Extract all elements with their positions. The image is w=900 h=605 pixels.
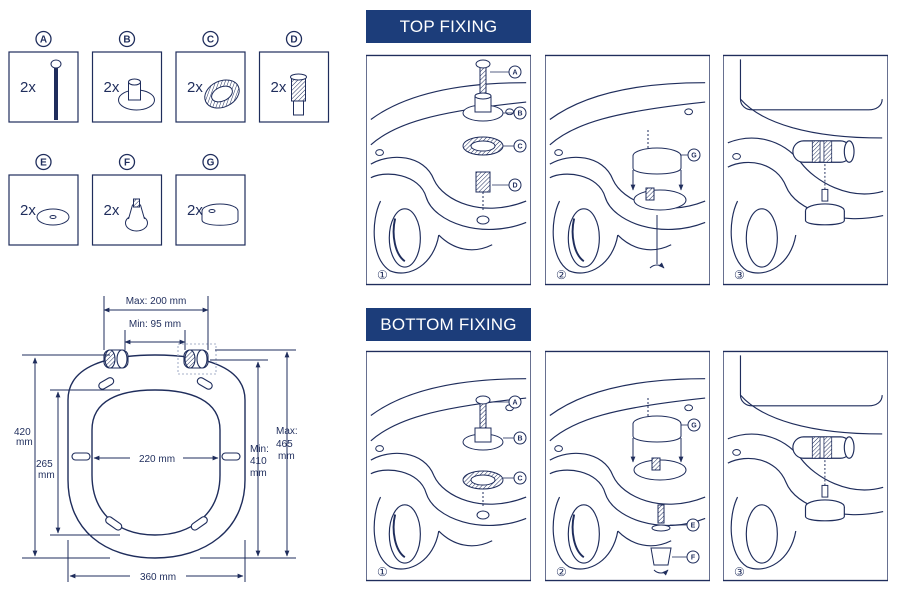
min-length-value: 410 [250, 456, 267, 467]
part-letter-badge [35, 153, 52, 171]
part-d: D 2x [258, 30, 330, 123]
part-letter: C [207, 35, 214, 46]
step-panels: A B C D G A B C G E F ① ② ③ ① ② ③ [366, 54, 888, 582]
cover-cap-icon [201, 203, 239, 226]
callout-top-2-g: G [681, 148, 701, 162]
height-total-value: 420 [14, 427, 31, 438]
callout-bottom-2-g: G [681, 418, 701, 432]
part-letter: G [207, 158, 215, 169]
part-letter-badge [202, 153, 219, 171]
bottom-fixing-banner: BOTTOM FIXING [366, 308, 531, 341]
callout-top-1-a: A [490, 65, 522, 79]
height-inner-value: 265 [36, 459, 53, 470]
bottom-step-2-scene [545, 350, 710, 582]
bottom-step-1-number: ① [377, 565, 388, 579]
part-letter-badge [118, 30, 136, 48]
part-letter-badge [35, 30, 52, 48]
svg-text:G: G [691, 423, 697, 430]
top-step-3-number: ③ [734, 268, 745, 282]
part-letter-badge [285, 30, 303, 48]
part-letter: F [124, 158, 130, 169]
part-b: B 2x [91, 30, 163, 123]
part-quantity: 2x [20, 79, 36, 96]
max-length-label: Max: [276, 426, 298, 437]
bottom-step-3-number: ③ [734, 565, 745, 579]
part-box [8, 174, 79, 246]
height-inner-unit: mm [38, 470, 55, 481]
bottom-step-2-number: ② [556, 565, 567, 579]
part-box [91, 51, 163, 123]
part-letter-badge [118, 153, 136, 171]
part-a: A 2x [8, 30, 79, 123]
part-quantity: 2x [104, 202, 120, 219]
svg-text:A: A [512, 400, 517, 407]
svg-text:G: G [691, 153, 697, 160]
callout-bottom-1-c: C [503, 471, 527, 485]
bottom-step-1-scene [366, 350, 531, 582]
part-quantity: 2x [187, 79, 203, 96]
min-length-label: Min: [250, 444, 269, 455]
top-step-2-number: ② [556, 268, 567, 282]
svg-text:D: D [512, 183, 517, 190]
part-quantity: 2x [20, 202, 36, 219]
callout-top-1-b: B [503, 106, 527, 120]
callout-bottom-1-a: A [490, 395, 522, 409]
height-total-unit: mm [16, 437, 33, 448]
top-step-2-scene [545, 54, 710, 286]
part-quantity: 2x [104, 79, 120, 96]
wing-nut-icon [125, 198, 148, 232]
bottom-step-3-scene [723, 350, 888, 582]
svg-text:C: C [517, 144, 522, 151]
svg-text:E: E [691, 523, 696, 530]
callout-top-1-d: D [492, 178, 522, 192]
part-letter: E [40, 158, 47, 169]
svg-text:A: A [512, 70, 517, 77]
svg-text:B: B [517, 111, 522, 118]
top-step-1-scene [366, 54, 531, 286]
callout-top-1-c: C [503, 139, 527, 153]
part-letter: D [290, 35, 297, 46]
part-g: G 2x [175, 153, 246, 246]
top-fixing-banner: TOP FIXING [366, 10, 531, 43]
bolt-icon [50, 59, 62, 120]
part-e: E 2x [8, 153, 79, 246]
svg-text:C: C [517, 476, 522, 483]
callout-bottom-2-f: F [672, 550, 700, 564]
svg-text:B: B [517, 436, 522, 443]
part-f: F 2x [91, 153, 163, 246]
min-width-label: Min: 95 mm [129, 319, 181, 330]
dimension-drawing: Max: 200 mm Min: 95 mm 420 mm 265 mm 220… [14, 296, 298, 583]
part-letter-badge [202, 30, 219, 48]
part-quantity: 2x [271, 79, 287, 96]
max-length-value: 465 [276, 439, 293, 450]
callout-bottom-2-e: E [670, 518, 700, 532]
max-width-label: Max: 200 mm [126, 296, 187, 307]
part-letter: B [123, 35, 130, 46]
part-c: C 2x [175, 30, 246, 123]
part-quantity: 2x [187, 202, 203, 219]
rubber-washer-icon [204, 79, 240, 109]
inner-width-label: 220 mm [139, 454, 175, 465]
part-letter: A [40, 35, 47, 46]
max-length-unit: mm [278, 451, 295, 462]
min-length-unit: mm [250, 468, 267, 479]
callout-bottom-1-b: B [503, 431, 527, 445]
expansion-anchor-icon [290, 73, 307, 116]
svg-text:F: F [691, 555, 696, 562]
top-step-3-scene [723, 54, 888, 286]
part-box [91, 174, 163, 246]
outer-width-label: 360 mm [140, 572, 176, 583]
part-box [8, 51, 79, 123]
flat-washer-icon [36, 208, 70, 226]
top-step-1-number: ① [377, 268, 388, 282]
hinge-post-icon [118, 78, 155, 111]
